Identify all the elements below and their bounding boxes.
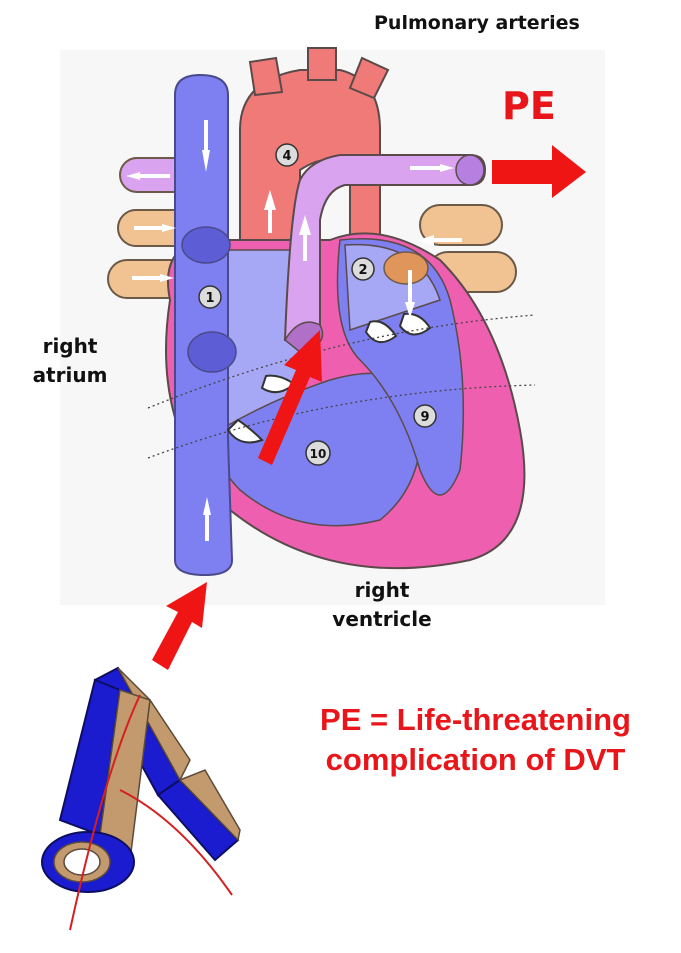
right-atrium-label: right atrium [18, 332, 122, 390]
right-ventricle-label-line2: ventricle [318, 605, 446, 634]
right-ventricle-label-line1: right [318, 576, 446, 605]
right-ventricle-label: right ventricle [318, 576, 446, 634]
badge-9: 9 [420, 410, 429, 425]
pe-label: PE [502, 84, 556, 128]
ivc-opening [188, 332, 236, 372]
caption-line1: PE = Life-threatening [270, 700, 681, 740]
right-atrium-label-line1: right [18, 332, 122, 361]
leg-vein-illustration [42, 668, 240, 930]
badge-10: 10 [310, 447, 327, 461]
pe-caption: PE = Life-threatening complication of DV… [270, 700, 681, 780]
svc-opening [182, 227, 230, 263]
badge-4: 4 [282, 149, 291, 164]
pulmonary-vein-opening [384, 252, 428, 284]
pulmonary-artery-opening [456, 155, 484, 185]
badge-1: 1 [205, 291, 214, 306]
badge-2: 2 [358, 263, 367, 278]
pulmonary-arteries-label: Pulmonary arteries [374, 12, 580, 34]
right-atrium-label-line2: atrium [18, 361, 122, 390]
caption-line2: complication of DVT [270, 740, 681, 780]
